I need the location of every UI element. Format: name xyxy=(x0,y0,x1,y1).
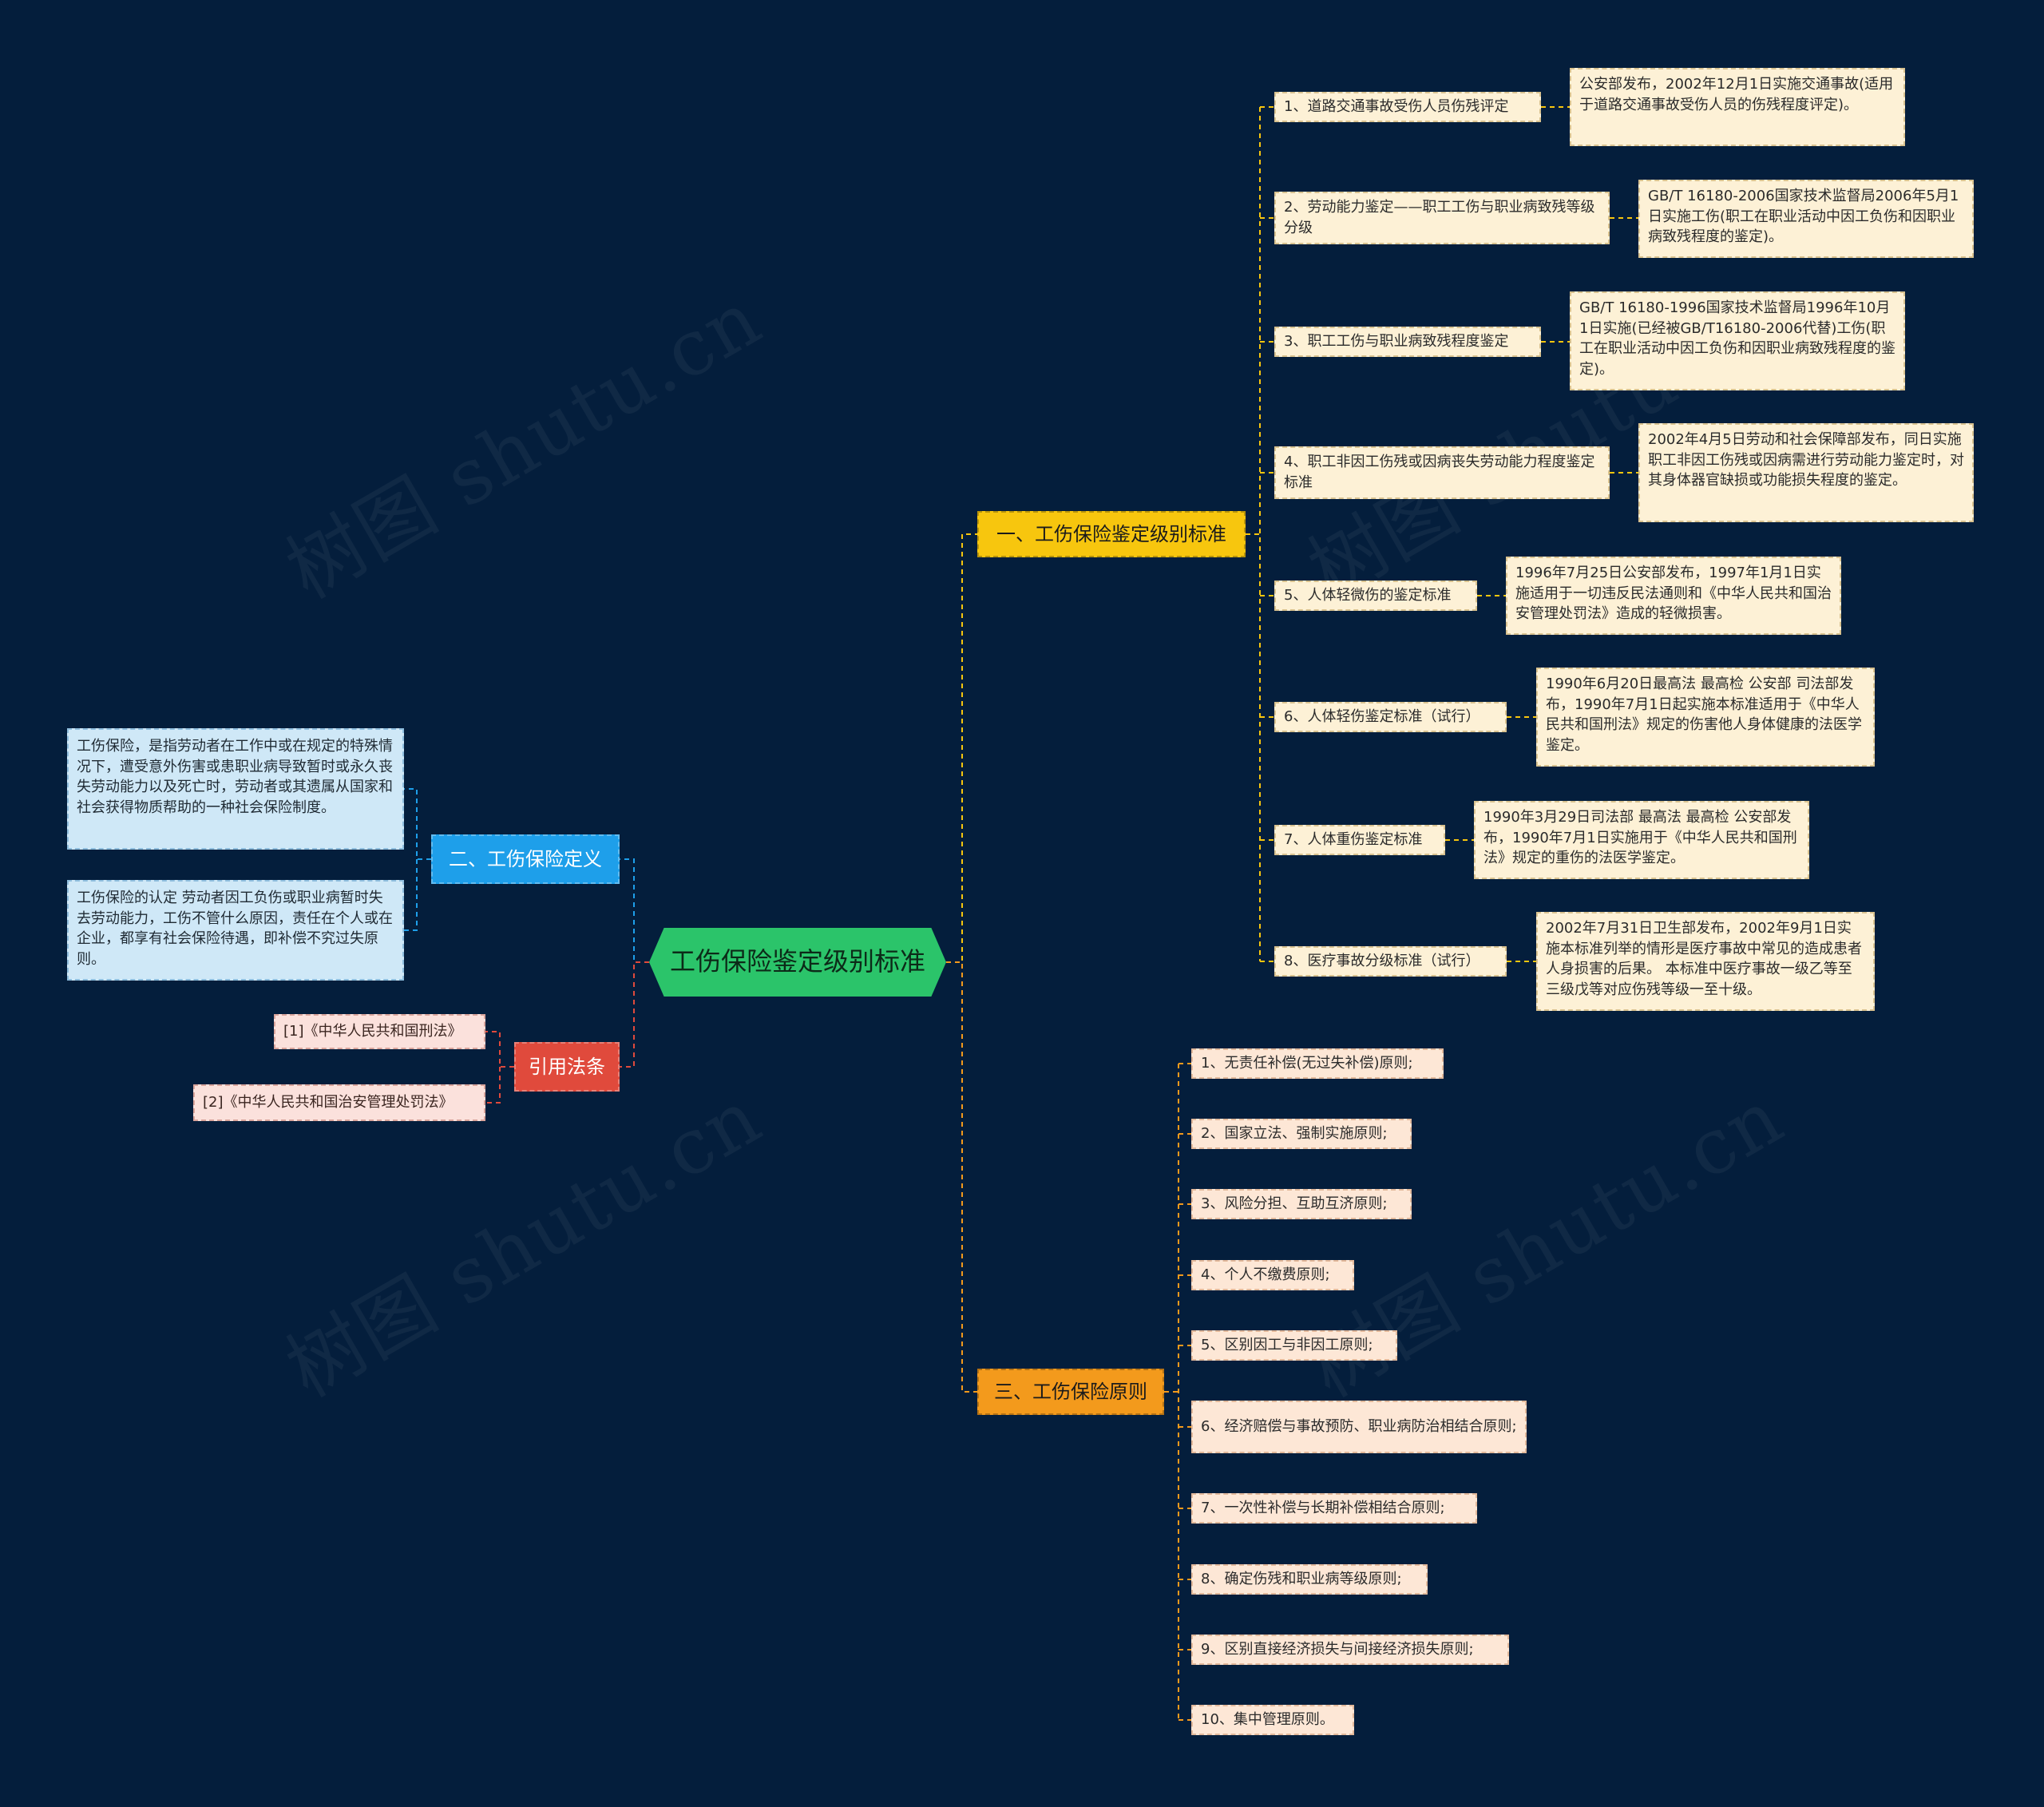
level-item-8[interactable]: 8、医疗事故分级标准（试行） xyxy=(1274,946,1507,977)
root-topic[interactable]: 工伤保险鉴定级别标准 xyxy=(649,928,946,997)
wire-root-levels xyxy=(946,533,977,963)
level-item-5[interactable]: 5、人体轻微伤的鉴定标准 xyxy=(1274,581,1477,611)
level-desc-2: GB/T 16180-2006国家技术监督局2006年5月1日实施工伤(职工在职… xyxy=(1638,180,1974,258)
level-item-3[interactable]: 3、职工工伤与职业病致残程度鉴定 xyxy=(1274,327,1541,357)
definition-item-1: 工伤保险，是指劳动者在工作中或在规定的特殊情况下，遭受意外伤害或患职业病导致暂时… xyxy=(67,728,404,850)
wire-root-definition xyxy=(620,858,649,963)
principle-item-3[interactable]: 3、风险分担、互助互济原则; xyxy=(1191,1189,1412,1219)
branch-laws[interactable]: 引用法条 xyxy=(514,1042,620,1092)
principle-item-2[interactable]: 2、国家立法、强制实施原则; xyxy=(1191,1119,1412,1149)
principle-item-9[interactable]: 9、区别直接经济损失与间接经济损失原则; xyxy=(1191,1635,1509,1665)
level-desc-1: 公安部发布，2002年12月1日实施交通事故(适用于道路交通事故受伤人员的伤残程… xyxy=(1570,68,1905,146)
level-desc-3: GB/T 16180-1996国家技术监督局1996年10月1日实施(已经被GB… xyxy=(1570,291,1905,390)
principle-item-6[interactable]: 6、经济赔偿与事故预防、职业病防治相结合原则; xyxy=(1191,1401,1527,1453)
level-item-7[interactable]: 7、人体重伤鉴定标准 xyxy=(1274,825,1445,855)
level-desc-7: 1990年3月29日司法部 最高法 最高检 公安部发布，1990年7月1日实施用… xyxy=(1474,801,1809,879)
level-desc-4: 2002年4月5日劳动和社会保障部发布，同日实施职工非因工伤残或因病需进行劳动能… xyxy=(1638,423,1974,522)
level-desc-6: 1990年6月20日最高法 最高检 公安部 司法部发布，1990年7月1日起实施… xyxy=(1536,668,1875,767)
principle-item-7[interactable]: 7、一次性补偿与长期补偿相结合原则; xyxy=(1191,1493,1477,1524)
level-item-1[interactable]: 1、道路交通事故受伤人员伤残评定 xyxy=(1274,92,1541,122)
wire-principles-trunk xyxy=(1164,1064,1179,1720)
level-item-2[interactable]: 2、劳动能力鉴定——职工工伤与职业病致残等级分级 xyxy=(1274,192,1610,244)
level-item-4[interactable]: 4、职工非因工伤残或因病丧失劳动能力程度鉴定标准 xyxy=(1274,446,1610,499)
principle-item-8[interactable]: 8、确定伤残和职业病等级原则; xyxy=(1191,1564,1428,1595)
principle-item-10[interactable]: 10、集中管理原则。 xyxy=(1191,1705,1354,1735)
branch-principles[interactable]: 三、工伤保险原则 xyxy=(977,1369,1164,1415)
level-desc-5: 1996年7月25日公安部发布，1997年1月1日实施适用于一切违反民法通则和《… xyxy=(1506,557,1841,635)
principle-item-4[interactable]: 4、个人不缴费原则; xyxy=(1191,1260,1354,1290)
definition-item-2: 工伤保险的认定 劳动者因工负伤或职业病暂时失去劳动能力，工伤不管什么原因，责任在… xyxy=(67,880,404,981)
law-item-1[interactable]: [1]《中华人民共和国刑法》 xyxy=(274,1014,485,1049)
law-item-2[interactable]: [2]《中华人民共和国治安管理处罚法》 xyxy=(193,1084,485,1121)
level-item-6[interactable]: 6、人体轻伤鉴定标准（试行） xyxy=(1274,702,1507,732)
wire-root-laws xyxy=(620,961,649,1068)
branch-levels[interactable]: 一、工伤保险鉴定级别标准 xyxy=(977,511,1246,557)
level-desc-8: 2002年7月31日卫生部发布，2002年9月1日实施本标准列举的情形是医疗事故… xyxy=(1536,912,1875,1011)
wire-levels-trunk xyxy=(1246,107,1261,961)
principle-item-1[interactable]: 1、无责任补偿(无过失补偿)原则; xyxy=(1191,1048,1444,1079)
wire-root-principles xyxy=(946,961,977,1393)
branch-definition[interactable]: 二、工伤保险定义 xyxy=(431,834,620,884)
principle-item-5[interactable]: 5、区别因工与非因工原则; xyxy=(1191,1330,1397,1361)
